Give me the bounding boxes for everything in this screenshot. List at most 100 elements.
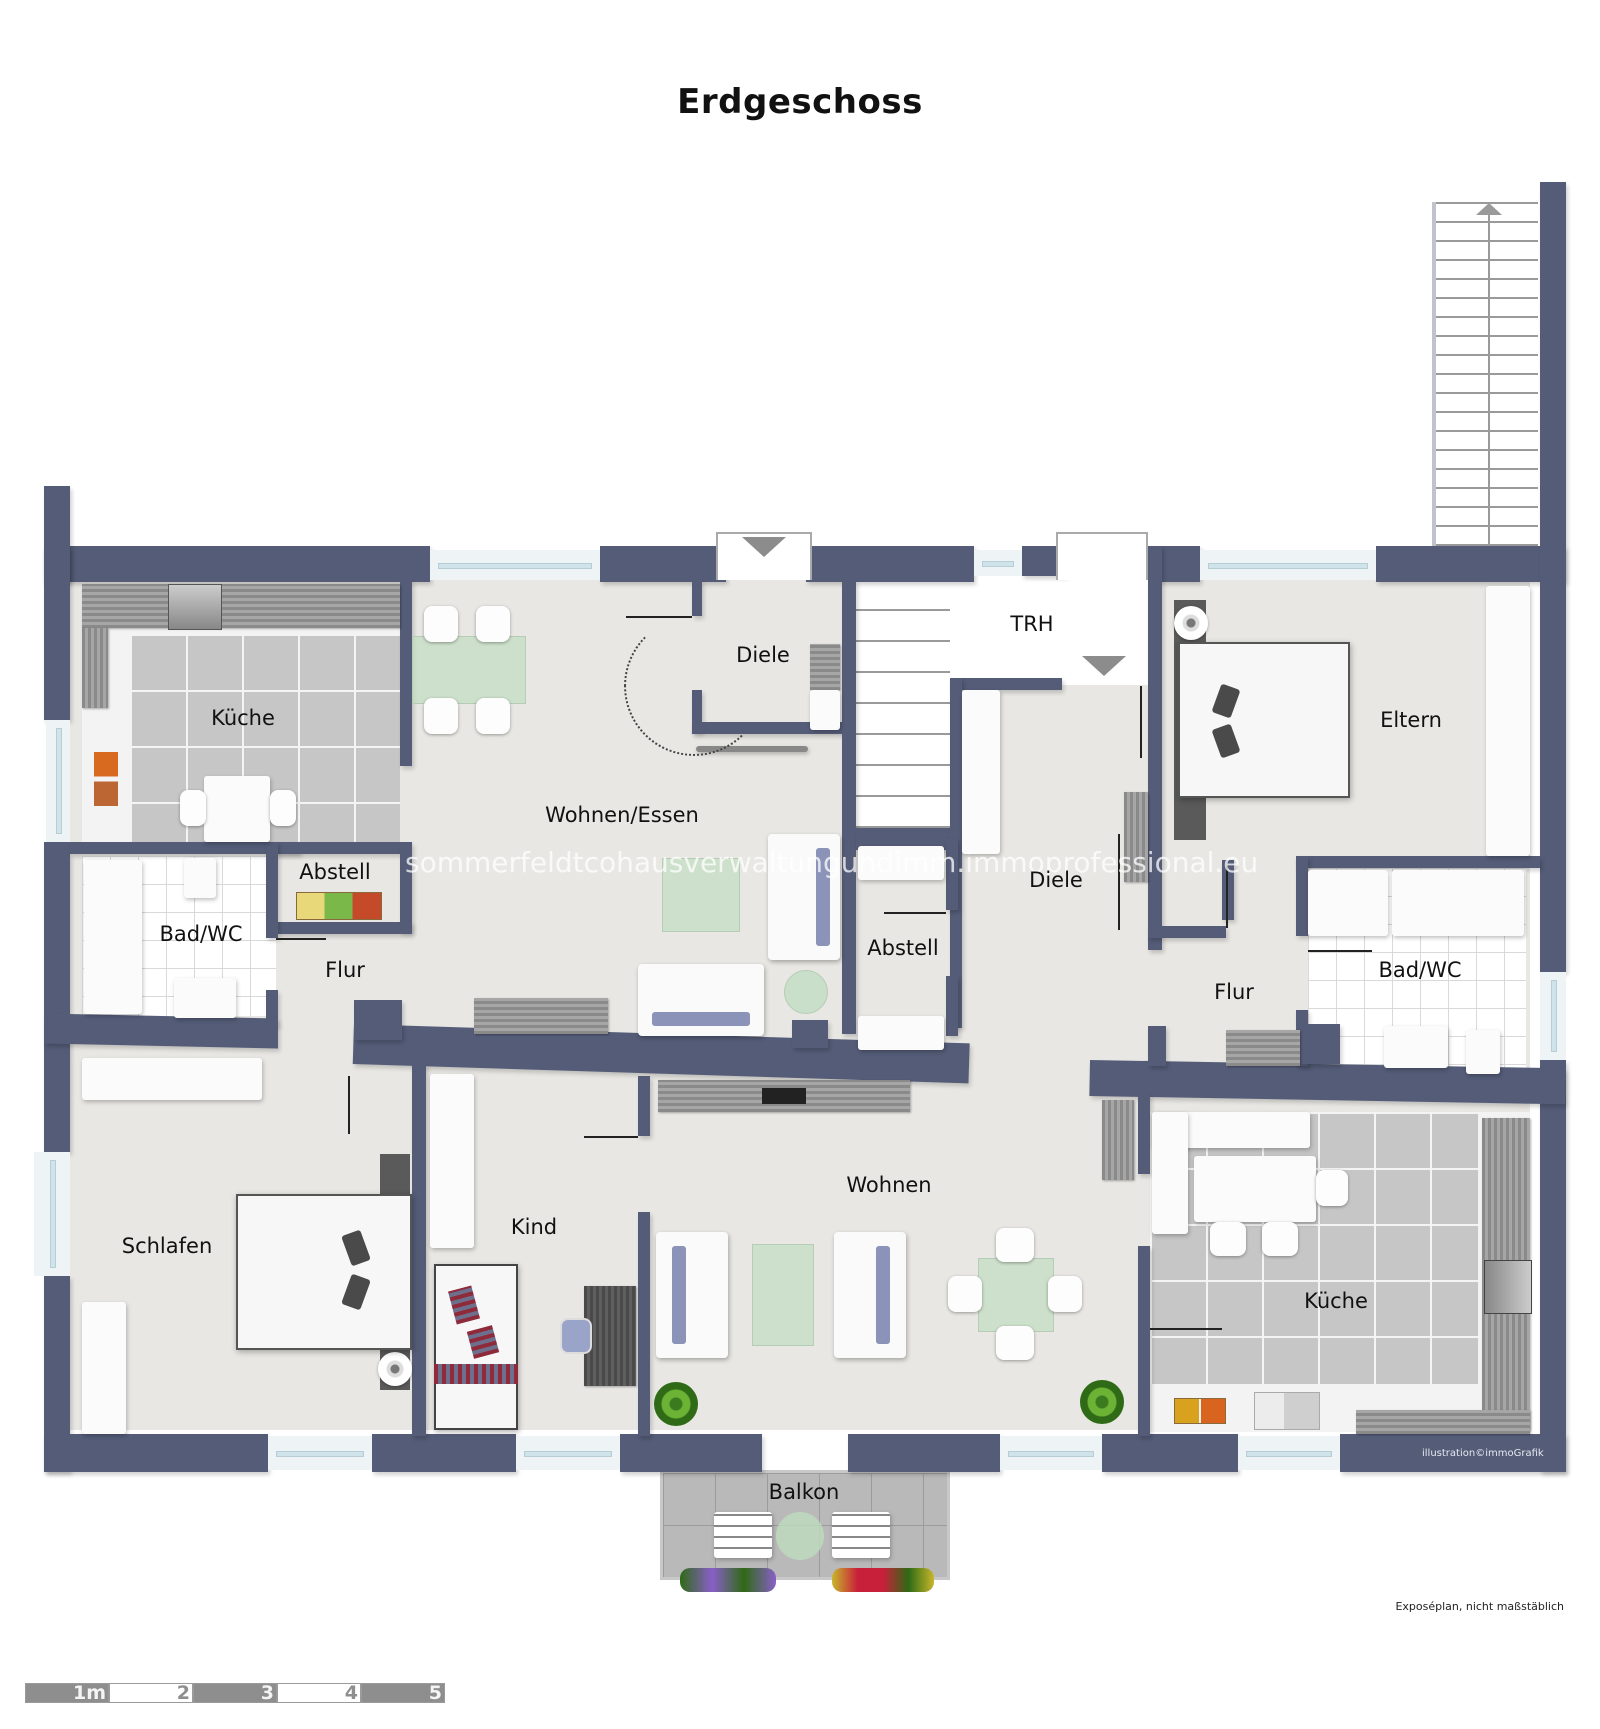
wall-bath-left-south (44, 1013, 278, 1049)
wall-flur-right-mid (1148, 1026, 1166, 1066)
wall-bath-left-east2 (266, 990, 278, 1026)
flower-box-left-icon (680, 1568, 776, 1592)
room-label-kind: Kind (510, 1215, 558, 1239)
flower-box-right-icon (832, 1568, 934, 1592)
door-leaf (1118, 834, 1120, 930)
room-label-wohnen: Wohnen (846, 1173, 932, 1197)
diele-cabinet-white (810, 690, 840, 730)
room-label-trh: TRH (1010, 612, 1054, 636)
room-label-diele-mitte: Diele (1029, 868, 1083, 892)
wall-outer-bottom-2 (372, 1434, 516, 1472)
wall-pillar-mid (792, 1020, 828, 1048)
dining-chair-2 (476, 606, 510, 642)
plan-title: Erdgeschoss (677, 82, 923, 122)
dining-table-wohnen (978, 1258, 1054, 1332)
exterior-stairs (1432, 202, 1538, 546)
door-leaf (276, 938, 326, 940)
wall-outer-left-mid (44, 842, 70, 1152)
window-top-1 (430, 550, 600, 580)
wall-abstell-left-bottom (276, 922, 412, 934)
disclaimer-text: Exposéplan, nicht maßstäblich (1395, 1600, 1564, 1613)
scale-segment-2: 2 (109, 1682, 193, 1704)
window-right-1 (1540, 972, 1566, 1060)
side-table-round-icon (784, 970, 828, 1014)
wall-kind-wohnen-bottom (638, 1212, 650, 1436)
sofa-right-top (768, 834, 840, 960)
balkon-chair-1 (714, 1512, 772, 1558)
wall-outer-bottom-6 (1340, 1434, 1566, 1472)
toilet-right (1466, 1030, 1500, 1074)
door-leaf (1140, 686, 1142, 758)
entry-door-trh[interactable] (1056, 532, 1148, 580)
kitchen-right-chair-2 (1262, 1222, 1298, 1256)
bathtub-right (1392, 870, 1524, 936)
scale-bar: 1m 2 3 4 5 (25, 1682, 445, 1704)
wohnen-corner-cabinet (1102, 1100, 1134, 1180)
wall-eltern-south1 (1148, 926, 1226, 938)
room-label-bad-wc-left: Bad/WC (159, 922, 243, 946)
sofa-wohnen-right (834, 1232, 906, 1358)
window-bottom-1 (268, 1436, 372, 1470)
kitchen-right-chair-3 (1316, 1170, 1348, 1206)
diele-mitte-wardrobe (1124, 792, 1148, 882)
tv-board-diele (696, 746, 808, 752)
wall-outer-bottom-4 (848, 1434, 1000, 1472)
wall-trh-bottom (950, 678, 1062, 690)
sink-right (1384, 1026, 1448, 1068)
flur-right-cabinet (1226, 1030, 1300, 1066)
room-label-kueche-right: Küche (1304, 1289, 1368, 1313)
abstell-mitte-shelf-top (858, 846, 944, 880)
illustration-credit: illustration©immoGrafik (1422, 1448, 1544, 1459)
kitchen-left-upper-cabinets (82, 584, 400, 628)
wohnen-dining-chair-w (948, 1276, 982, 1312)
kind-wardrobe (430, 1074, 474, 1248)
door-leaf (1226, 866, 1228, 928)
toilet-left (184, 858, 216, 898)
plant-icon (1080, 1380, 1124, 1424)
kitchen-left-chair-2 (270, 790, 296, 826)
wall-outer-top-right2 (1376, 546, 1566, 582)
eltern-bed (1178, 642, 1350, 798)
stove-hood-icon (168, 584, 222, 630)
eltern-wardrobe (1486, 586, 1530, 856)
fruit-basket-icon (1174, 1398, 1226, 1424)
kitchen-right-table (1194, 1156, 1316, 1222)
schlafen-lamp-icon (378, 1352, 412, 1386)
wall-outer-bottom-3 (620, 1434, 762, 1472)
window-top-3 (1200, 550, 1376, 580)
window-top-2 (974, 550, 1022, 576)
schlafen-wardrobe-top (82, 1058, 262, 1100)
dining-chair-3 (424, 698, 458, 734)
wall-pillar-left (354, 1000, 402, 1040)
eltern-lamp-icon (1174, 606, 1208, 640)
wall-abstell-mid-east (946, 838, 958, 910)
stairs-inner (856, 580, 950, 828)
wall-outer-left-upper (44, 546, 70, 720)
dining-chair-4 (476, 698, 510, 734)
wall-outer-top-mid2 (806, 546, 974, 582)
kitchen-right-chair-1 (1210, 1222, 1246, 1256)
stairs-up-arrow-icon (1476, 203, 1502, 215)
schlafen-wardrobe-left (82, 1302, 126, 1434)
coffee-table-top (662, 858, 740, 932)
wall-outer-right-lower (1540, 1060, 1566, 1472)
door-swing-diele[interactable] (624, 616, 764, 756)
room-label-flur-right: Flur (1214, 980, 1254, 1004)
wall-outer-bottom-1 (44, 1434, 268, 1472)
wall-pillar-right (1300, 1024, 1340, 1064)
door-leaf (626, 616, 692, 618)
window-left-2 (34, 1152, 70, 1276)
door-leaf (884, 912, 946, 914)
door-leaf (584, 1136, 638, 1138)
schlafen-bed (236, 1194, 412, 1350)
scale-segment-1: 1m (25, 1682, 109, 1704)
wall-eltern-closet-east (1222, 860, 1234, 920)
kind-bed-blanket (434, 1364, 518, 1384)
fruit-basket-icon (94, 752, 118, 806)
window-bottom-3 (1000, 1436, 1102, 1470)
sink-left (174, 978, 236, 1018)
kitchen-right-cabinets-south (1356, 1410, 1530, 1434)
wall-kind-wohnen-top (638, 1076, 650, 1136)
coffee-table-wohnen (752, 1244, 814, 1346)
kitchen-right-bench-side (1152, 1112, 1188, 1234)
